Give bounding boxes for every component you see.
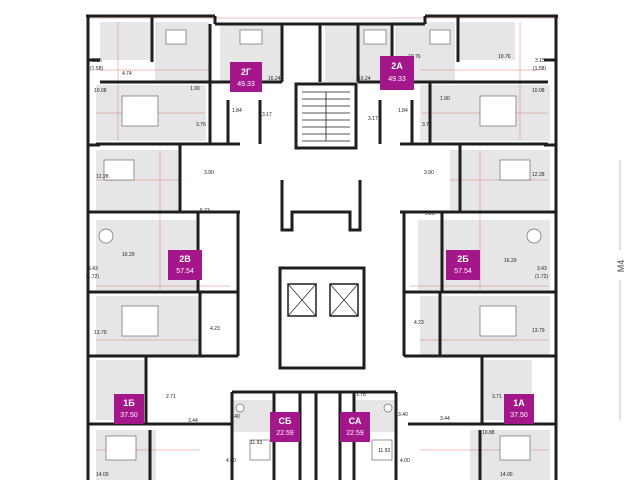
apartment-badges: 2Г 49.33 2А 49.33 2В 57.54 2Б 57.54 1Б 3… [114,56,534,442]
room-area-label: 11.93 [378,448,390,454]
room-area-label: 14.00 [500,472,513,478]
room-area-label: 3.90 [424,170,434,176]
room-area-label: 3.44 [440,416,450,422]
room-area-label: 1.90 [190,86,200,92]
apartment-area: 49.33 [237,81,255,88]
apartment-code: 2А [391,61,403,71]
room-area-label: 1.90 [440,96,450,102]
building-core [278,82,366,480]
apartment-badge-2g[interactable]: 2Г 49.33 [230,62,262,92]
apartment-badge-sb[interactable]: СБ 22.59 [270,412,300,442]
room-area-label: 10.08 [532,88,545,94]
room-area-label: 16.29 [504,258,517,264]
room-area-label: 4.00 [400,458,410,464]
apartment-badge-sa[interactable]: СА 22.59 [340,412,370,442]
room-area-label: 4.23 [414,320,424,326]
room-area-label: 4.00 [226,458,236,464]
axis-label: М4 [616,260,626,273]
apartment-code: 2В [179,254,191,264]
room-area-label: 3.90 [204,170,214,176]
room-area-label: (1.72) [86,274,99,280]
room-area-label: 2.71 [166,394,176,400]
apartment-badge-2a[interactable]: 2А 49.33 [380,56,414,90]
apartment-badge-1b[interactable]: 1Б 37.50 [114,394,144,424]
room-area-label: 1.84 [232,108,242,114]
room-area-label: 3.43 [537,266,547,272]
room-area-label: 3.17 [368,116,378,122]
apartment-code: 1Б [123,398,135,408]
room-area-label: 11.93 [250,440,262,446]
apartment-area: 37.50 [510,412,528,419]
room-area-label: 3.17 [262,112,272,118]
room-area-label: 14.00 [96,472,109,478]
room-area-label: 1.78 [356,392,366,398]
room-area-label: 3.44 [188,418,198,424]
room-area-label: 3.40 [230,414,240,420]
room-area-label: 5.23 [200,208,210,214]
apartment-code: 1А [513,398,525,408]
room-area-label: 5.23 [425,211,435,217]
room-area-label: 10.76 [498,54,511,60]
apartment-code: 2Г [241,67,251,77]
apartment-badge-1a[interactable]: 1А 37.50 [504,394,534,424]
room-area-label: 3.40 [398,412,408,418]
apartment-code: 2Б [457,254,469,264]
room-area-label: (1.72) [535,274,548,280]
furniture [98,29,542,461]
room-area-label: 3.71 [492,394,502,400]
room-area-label: 10.88 [482,430,495,436]
apartment-area: 57.54 [454,268,472,275]
apartment-code: СБ [279,416,292,426]
apartment-area: 37.50 [120,412,138,419]
room-area-label: 10.08 [94,88,107,94]
room-area-label: 16.24 [268,76,281,82]
apartment-badge-2v[interactable]: 2В 57.54 [168,250,202,280]
room-area-label: 1.84 [398,108,408,114]
room-area-label: 12.28 [96,174,109,180]
room-area-label: (1.58) [90,66,103,72]
room-area-label: 12.28 [532,172,545,178]
apartment-area: 49.33 [388,76,406,83]
room-area-label: 3.15 [535,58,545,64]
apartment-area: 22.59 [346,430,364,437]
room-area-label: 3.43 [88,266,98,272]
apartment-code: СА [349,416,362,426]
room-area-label: 16.24 [358,76,371,82]
room-area-label: 13.79 [94,330,107,336]
apartment-badge-2b[interactable]: 2Б 57.54 [446,250,480,280]
apartment-area: 22.59 [276,430,294,437]
room-area-label: 10.76 [408,54,421,60]
room-area-label: 4.23 [210,326,220,332]
room-area-label: 3.15 [92,58,102,64]
room-area-label: 3.76 [196,122,206,128]
room-area-label: (1.58) [533,66,546,72]
room-labels: 3.15 (1.58) 4.74 10.76 3.15 (1.58) 10.76… [86,54,548,478]
room-area-label: 3.76 [422,122,432,128]
apartment-area: 57.54 [176,268,194,275]
room-area-label: 16.29 [122,252,135,258]
room-area-label: 13.79 [532,328,545,334]
room-area-label: 4.74 [122,71,132,77]
